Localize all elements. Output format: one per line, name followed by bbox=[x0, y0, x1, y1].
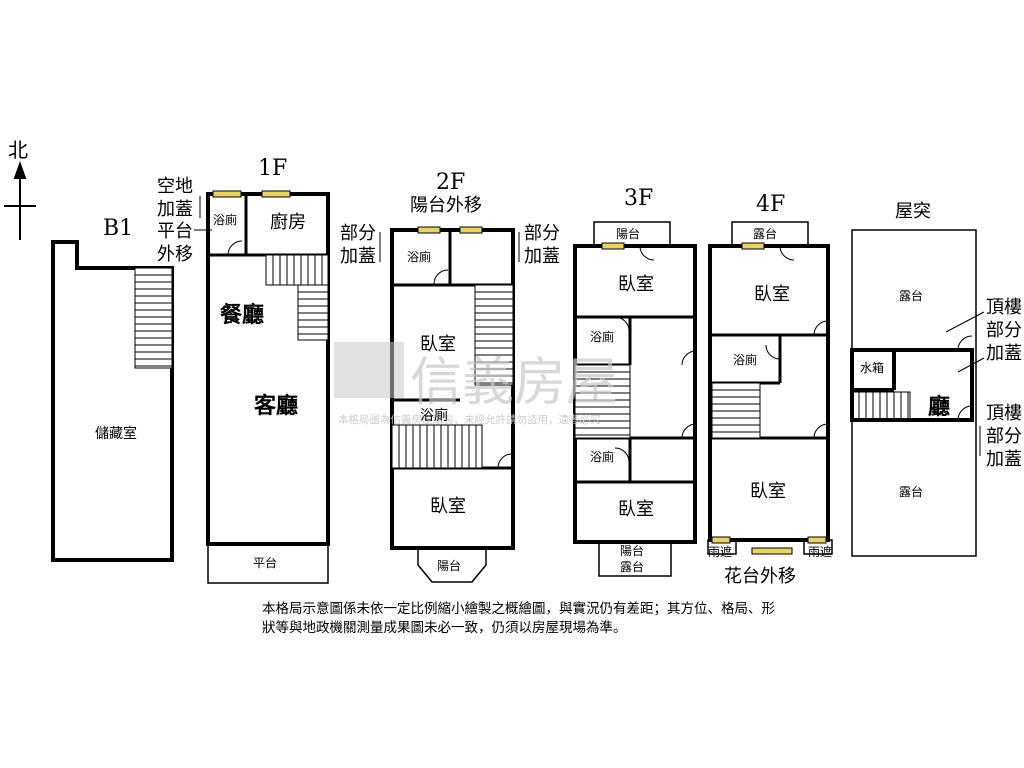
roof-title: 屋突 bbox=[895, 201, 931, 222]
f2-note-partial-cover-left: 部分 加蓋 bbox=[340, 223, 376, 267]
b1-stairs bbox=[134, 267, 173, 369]
f4-bath-label: 浴廁 bbox=[733, 353, 758, 367]
f2-balcony-label: 陽台 bbox=[437, 559, 462, 573]
f1-note-vacant-cover: 空地 加蓋 bbox=[157, 176, 193, 220]
f4-terrace-top-label: 露台 bbox=[753, 227, 778, 241]
roof-terrace-bottom-label: 露台 bbox=[899, 485, 924, 499]
f1-bath-label: 浴廁 bbox=[213, 213, 238, 227]
roof-note-cover-2: 頂樓 部分 加蓋 bbox=[986, 403, 1022, 470]
f4-note-flowerbed-move: 花台外移 bbox=[724, 566, 796, 587]
f2-balcony bbox=[417, 548, 487, 583]
f3-balcony-top bbox=[593, 221, 671, 247]
f3-balcony-top-label: 陽台 bbox=[616, 227, 641, 241]
f3-balcony-bottom-label: 陽台 bbox=[620, 544, 645, 558]
north-label: 北 bbox=[8, 138, 28, 162]
watermark-brand: 信義房屋 bbox=[410, 353, 619, 413]
f4-canopy-right-label: 雨遮 bbox=[808, 545, 833, 559]
f2-stairs-lower bbox=[391, 424, 483, 469]
f2-bath1-label: 浴廁 bbox=[407, 250, 432, 264]
f1-title: 1F bbox=[258, 156, 288, 181]
f3-terrace-label: 露台 bbox=[620, 560, 645, 574]
b1-storage-label: 儲藏室 bbox=[95, 426, 137, 442]
f1-platform-label: 平台 bbox=[253, 556, 278, 570]
roof-water-tank-label: 水箱 bbox=[860, 361, 885, 375]
f1-stairs-upper bbox=[265, 254, 329, 286]
roof-note-cover-1: 頂樓 部分 加蓋 bbox=[986, 297, 1022, 364]
roof-terrace-top-label: 露台 bbox=[899, 289, 924, 303]
f2-stairs-upper bbox=[474, 284, 514, 386]
f3-balcony-bottom bbox=[598, 541, 672, 577]
b1-title: B1 bbox=[103, 216, 134, 241]
roof-stairs bbox=[851, 391, 911, 421]
f3-bedroom1-label: 臥室 bbox=[618, 274, 654, 295]
f1-dining-label: 餐廳 bbox=[220, 302, 265, 328]
f2-note-partial-cover-right: 部分 加蓋 bbox=[524, 223, 560, 267]
f2-bedroom2-label: 臥室 bbox=[430, 496, 466, 517]
f2-title: 2F bbox=[436, 170, 466, 195]
f1-outline bbox=[206, 192, 330, 546]
f1-kitchen-label: 廚房 bbox=[270, 212, 306, 233]
f3-stairs bbox=[574, 364, 631, 439]
f4-bedroom2-label: 臥室 bbox=[750, 481, 786, 502]
f3-bath2-label: 浴廁 bbox=[590, 450, 615, 464]
f2-note-balcony-move: 陽台外移 bbox=[410, 195, 482, 216]
watermark-logo bbox=[334, 342, 404, 398]
roof-hall-label: 廳 bbox=[928, 394, 951, 420]
watermark-notice: 本格局圖為信義房屋繪製，未經允許請勿盜用，違者必究 bbox=[338, 414, 601, 426]
f3-title: 3F bbox=[624, 186, 654, 211]
f2-bath2-label: 浴廁 bbox=[420, 408, 448, 424]
f4-title: 4F bbox=[756, 192, 786, 217]
f3-bedroom2-label: 臥室 bbox=[618, 499, 654, 520]
roof-structure bbox=[850, 348, 974, 422]
f4-canopy-left-label: 雨遮 bbox=[708, 545, 733, 559]
disclaimer-text: 本格局示意圖係未依一定比例縮小繪製之概繪圖，與實況仍有差距；其方位、格局、形狀等… bbox=[262, 601, 775, 636]
f4-terrace-top bbox=[731, 221, 809, 247]
f1-note-platform-move: 平台 外移 bbox=[157, 221, 193, 265]
f2-bedroom1-label: 臥室 bbox=[420, 334, 456, 355]
f4-bedroom1-label: 臥室 bbox=[754, 284, 790, 305]
f1-platform bbox=[207, 543, 329, 584]
north-arrow bbox=[4, 161, 36, 240]
f1-living-label: 客廳 bbox=[254, 393, 299, 419]
f3-bath1-label: 浴廁 bbox=[590, 330, 615, 344]
